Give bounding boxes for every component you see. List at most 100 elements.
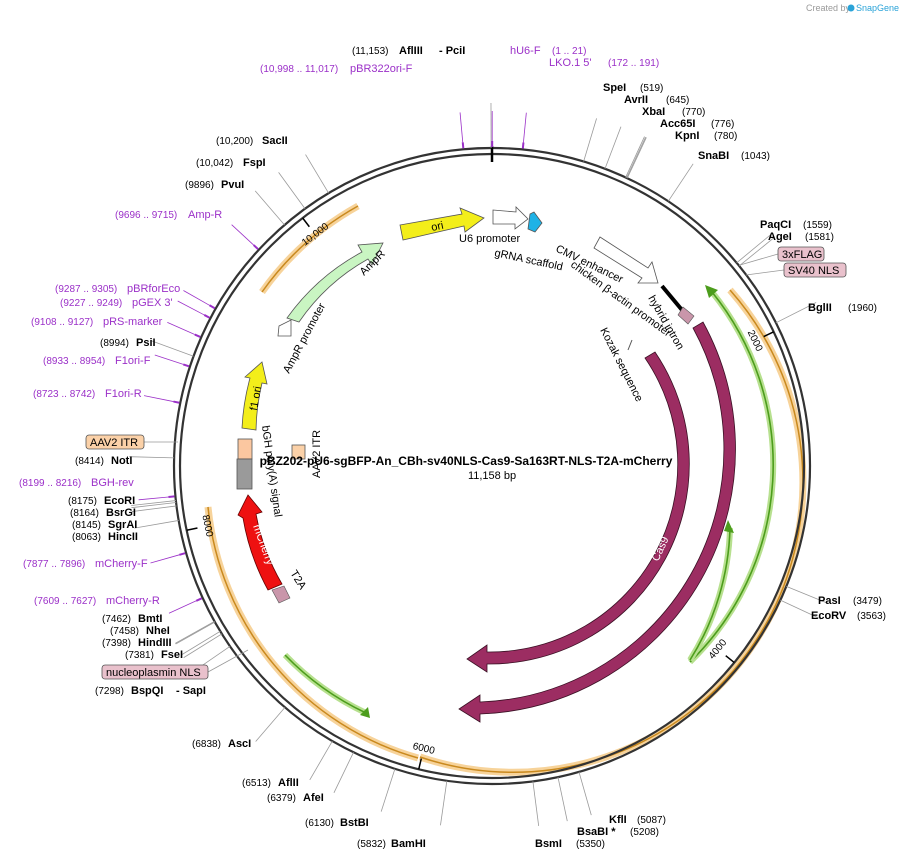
site-speI[interactable]: SpeI(519) [603,82,663,94]
site-leader-line [626,136,646,179]
primer-f1ori-f[interactable]: (8933 .. 8954)F1ori-F [43,355,151,367]
primer-leader-line [154,354,184,365]
orange-band-right [418,287,807,776]
primer-range: (9696 .. 9715) [115,210,177,221]
primer-pbrforeco[interactable]: (9287 .. 9305) pBRforEco [55,283,180,295]
site-ageI[interactable]: AgeI(1581) [768,231,834,243]
site-pos: (7398) [102,638,131,649]
site-kpnI[interactable]: KpnI(780) [675,130,737,142]
site-leader-line [131,500,176,506]
site-bspQI[interactable]: (7298)BspQI- SapI [95,685,206,697]
ori-arrow[interactable]: ori [399,207,485,241]
primer-mcherry-f[interactable]: (7877 .. 7896)mCherry-F [23,558,148,570]
site-ecoRV[interactable]: EcoRV(3563) [811,610,886,622]
site-bmtI[interactable]: (7462)BmtI [102,613,162,625]
kozak-sequence[interactable]: Kozak sequence [597,326,645,404]
u6-promoter-arrow[interactable]: U6 promoter [459,206,529,245]
credit-prefix: Created by [806,3,851,13]
t2a-label: T2A [287,568,308,592]
site-kflI[interactable]: KflI(5087) [609,814,666,826]
site-nheI[interactable]: (7458)NheI [110,625,170,637]
primer-pgex-3[interactable]: (9227 .. 9249)pGEX 3' [60,297,173,309]
site-paqCI[interactable]: PaqCI(1559) [760,219,832,231]
site-bamHI[interactable]: (5832)BamHI [357,838,426,850]
site-avrII[interactable]: AvrII (645) [624,94,689,106]
site-pos: (7458) [110,626,139,637]
site-pos: (645) [666,95,689,106]
site-aflIII[interactable]: (11,153)AflIII- PciI [352,45,465,57]
site-psiI[interactable]: (8994)PsiI [100,337,156,349]
site-name: XbaI [642,106,665,118]
site-name: AvrII [624,94,648,106]
site-bstBI[interactable]: (6130)BstBI [305,817,369,829]
site-leader-line [183,633,223,658]
site-ascI[interactable]: (6838)AscI [192,738,251,750]
primer-mcherry-r[interactable]: (7609 .. 7627)mCherry-R [34,595,160,607]
site-aflII[interactable]: (6513)AflII [242,777,299,789]
site-leader-line [736,233,772,264]
site-hincII[interactable]: (8063)HincII [72,531,138,543]
ori-label: ori [430,220,444,234]
site-pos: (6130) [305,818,334,829]
site-pos: (3479) [853,596,882,607]
site-pos: (7381) [125,650,154,661]
green-arrow-bottom-left [282,652,370,718]
site-afeI[interactable]: (6379)AfeI [267,792,324,804]
primer-range: (8723 .. 8742) [33,389,95,400]
box-label-sv40-nls: SV40 NLS [788,265,839,277]
primer-range: (1 .. 21) [552,46,586,57]
aav2-itr-inner[interactable]: AAV2 ITR [291,430,323,478]
site-hindIII[interactable]: (7398)HindIII [102,637,172,649]
primer-range: (172 .. 191) [608,58,659,69]
primer-prs-marker[interactable]: (9108 .. 9127)pRS-marker [31,316,163,328]
primer-name: pGEX 3' [132,297,173,309]
credit-brand: SnapGene [856,3,899,13]
site-name: AscI [228,738,251,750]
primer-range: (9108 .. 9127) [31,317,93,328]
cmv-enhancer-arrow[interactable]: CMV enhancer [554,236,659,286]
primer-marker [179,552,186,556]
primer-amp-r[interactable]: (9696 .. 9715)Amp-R [115,209,222,221]
site-bsrGI[interactable]: (8164)BsrGI [70,507,136,519]
tick-label: 8000 [199,514,214,538]
f1-ori-arrow[interactable]: f1 ori [241,361,268,431]
site-ecoRI[interactable]: (8175)EcoRI [68,495,135,507]
feature-box-sv40-nls[interactable]: SV40 NLS [745,262,847,278]
primer-name: F1ori-F [115,355,151,367]
site-name: AfeI [303,792,324,804]
site-pos: (10,200) [216,136,253,147]
site-bsaBI[interactable]: BsaBI *(5208) [577,826,659,838]
feature-box-aav2-itr[interactable]: AAV2 ITR [85,434,178,450]
site-notI[interactable]: (8414)NotI [75,455,132,467]
primer-hu6-f[interactable]: hU6-F(1 .. 21) [510,45,586,57]
site-pvuI[interactable]: (9896)PvuI [185,179,244,191]
primer-name: pBRforEco [127,283,180,295]
primer-leader-line [167,322,195,335]
primer-pbr322ori-f[interactable]: (10,998 .. 11,017)pBR322ori-F [260,63,413,75]
site-sgrAI[interactable]: (8145)SgrAI [72,519,137,531]
site-label-group: (11,153)AflIII- PciI SpeI(519) AvrII (645… [68,45,886,850]
feature-box-nucleoplasmin-nls[interactable]: nucleoplasmin NLS [101,649,249,680]
site-name: EcoRV [811,610,847,622]
site-bsmI[interactable]: BsmI(5350) [535,838,605,850]
site-xbaI[interactable]: XbaI(770) [642,106,705,118]
site-pos: (5087) [637,815,666,826]
site-name: BsrGI [106,507,136,519]
site-bglII[interactable]: BglII(1960) [808,302,877,314]
site-fspI[interactable]: (10,042)FspI [196,157,266,169]
site-acc65I[interactable]: Acc65I(776) [660,118,734,130]
primer-f1ori-r[interactable]: (8723 .. 8742)F1ori-R [33,388,142,400]
feature-box-3xflag[interactable]: 3xFLAG [739,246,825,266]
site-sacII[interactable]: (10,200)SacII [216,135,288,147]
primer-range: (9287 .. 9305) [55,284,117,295]
ampr-arrow[interactable]: AmpR [286,242,388,323]
primer-lko1-5[interactable]: LKO.1 5'(172 .. 191) [549,57,659,69]
site-fseI[interactable]: (7381)FseI [125,649,183,661]
primer-range: (7877 .. 7896) [23,559,85,570]
site-pos: (1043) [741,151,770,162]
site-snaBI[interactable]: SnaBI(1043) [698,150,770,162]
site-leader-line [583,118,597,162]
primer-bgh-rev[interactable]: (8199 .. 8216)BGH-rev [19,477,134,489]
site-pasI[interactable]: PasI(3479) [818,595,882,607]
